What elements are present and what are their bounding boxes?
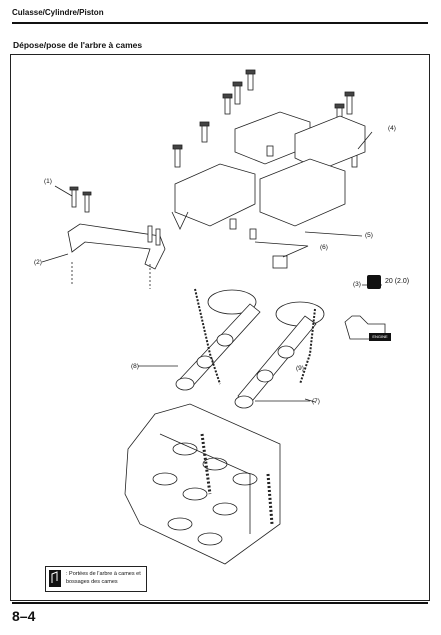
cam-holder-upper-right bbox=[294, 115, 366, 171]
header-title: Culasse/Cylindre/Piston bbox=[12, 8, 104, 17]
torque-value: 20 (2.0) bbox=[385, 278, 410, 285]
callout-3: (3) bbox=[353, 281, 361, 288]
camshaft-exhaust bbox=[237, 315, 317, 407]
callout-8: (8) bbox=[131, 363, 139, 370]
page-header: Culasse/Cylindre/Piston bbox=[12, 8, 428, 24]
callout-9: (9) bbox=[296, 365, 304, 372]
section-title: Dépose/pose de l'arbre à cames bbox=[13, 40, 143, 50]
cylinder-head bbox=[124, 403, 281, 565]
footer-rule bbox=[12, 602, 428, 604]
sprocket-left bbox=[207, 289, 257, 315]
cam-holder-left bbox=[174, 163, 256, 227]
torque-wrench-icon bbox=[367, 275, 381, 289]
legend-line-2: bossages des cames bbox=[66, 579, 118, 585]
bolt-group-top-center bbox=[199, 69, 256, 143]
callout-1: (1) bbox=[44, 178, 52, 185]
oil-application-icon bbox=[49, 570, 61, 587]
legend-box: : Portées de l'arbre à cames et bossages… bbox=[45, 566, 147, 592]
callout-7: (7) bbox=[312, 398, 320, 405]
header-rule bbox=[12, 22, 428, 24]
figure-frame bbox=[10, 54, 430, 601]
callout-5: (5) bbox=[365, 232, 373, 239]
callout-4: (4) bbox=[388, 125, 396, 132]
engine-oil-badge: ENGINE bbox=[369, 333, 391, 341]
cam-holder-right bbox=[259, 158, 346, 227]
legend-line-1: : Portées de l'arbre à cames et bbox=[66, 571, 141, 577]
page-number: 8–4 bbox=[12, 608, 36, 624]
exploded-diagram bbox=[41, 69, 386, 565]
camshaft-intake bbox=[179, 303, 261, 390]
bracket bbox=[67, 223, 166, 270]
callout-6: (6) bbox=[320, 244, 328, 251]
legend-text: : Portées de l'arbre à cames et bossages… bbox=[66, 570, 141, 586]
callout-2: (2) bbox=[34, 259, 42, 266]
